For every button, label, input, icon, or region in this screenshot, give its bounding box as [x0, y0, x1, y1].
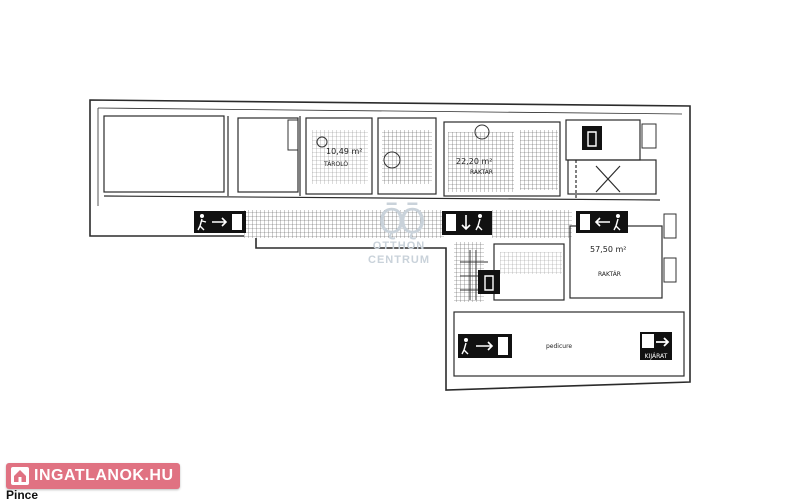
exit-sign-down: [442, 211, 492, 235]
watermark-line-1: OTTHON: [372, 240, 426, 252]
home-icon: [11, 467, 29, 485]
room-label-2: TÁROLÓ: [323, 161, 348, 168]
door-icon: [582, 126, 602, 150]
room-walls: [103, 115, 661, 201]
fixtures: [287, 119, 677, 300]
room-label-5: 57,50 m²: [590, 245, 626, 254]
room-label-7: pedicure: [546, 343, 572, 350]
floor-caption: Pince: [6, 488, 39, 502]
exit-sign-kijarat: KIJÁRAT: [640, 332, 672, 360]
room-label-group: 10,49 m² TÁROLÓ 22,20 m² RAKTÁR 57,50 m²…: [323, 147, 626, 350]
room-label-6: RAKTÁR: [598, 271, 621, 278]
badge-label: INGATLANOK.HU: [34, 467, 174, 484]
watermark-logo-icon: ǬǬ: [378, 202, 426, 242]
otthon-centrum-watermark: ǬǬ OTTHON CENTRUM: [354, 205, 444, 267]
exit-sign-right-1: [194, 211, 246, 233]
outer-walls: [89, 99, 691, 391]
door-icon: [478, 270, 500, 294]
door-icons: [478, 126, 602, 294]
watermark-line-2: CENTRUM: [368, 254, 430, 266]
kijarat-label: KIJÁRAT: [645, 353, 668, 360]
tiled-floors: [244, 130, 572, 302]
ingatlanok-badge[interactable]: INGATLANOK.HU: [6, 463, 180, 489]
exit-sign-right-2: [458, 334, 512, 358]
exit-sign-left: [576, 211, 628, 233]
room-label-4: RAKTÁR: [470, 169, 493, 176]
room-label-3: 22,20 m²: [456, 157, 492, 166]
room-label-1: 10,49 m²: [326, 147, 362, 156]
